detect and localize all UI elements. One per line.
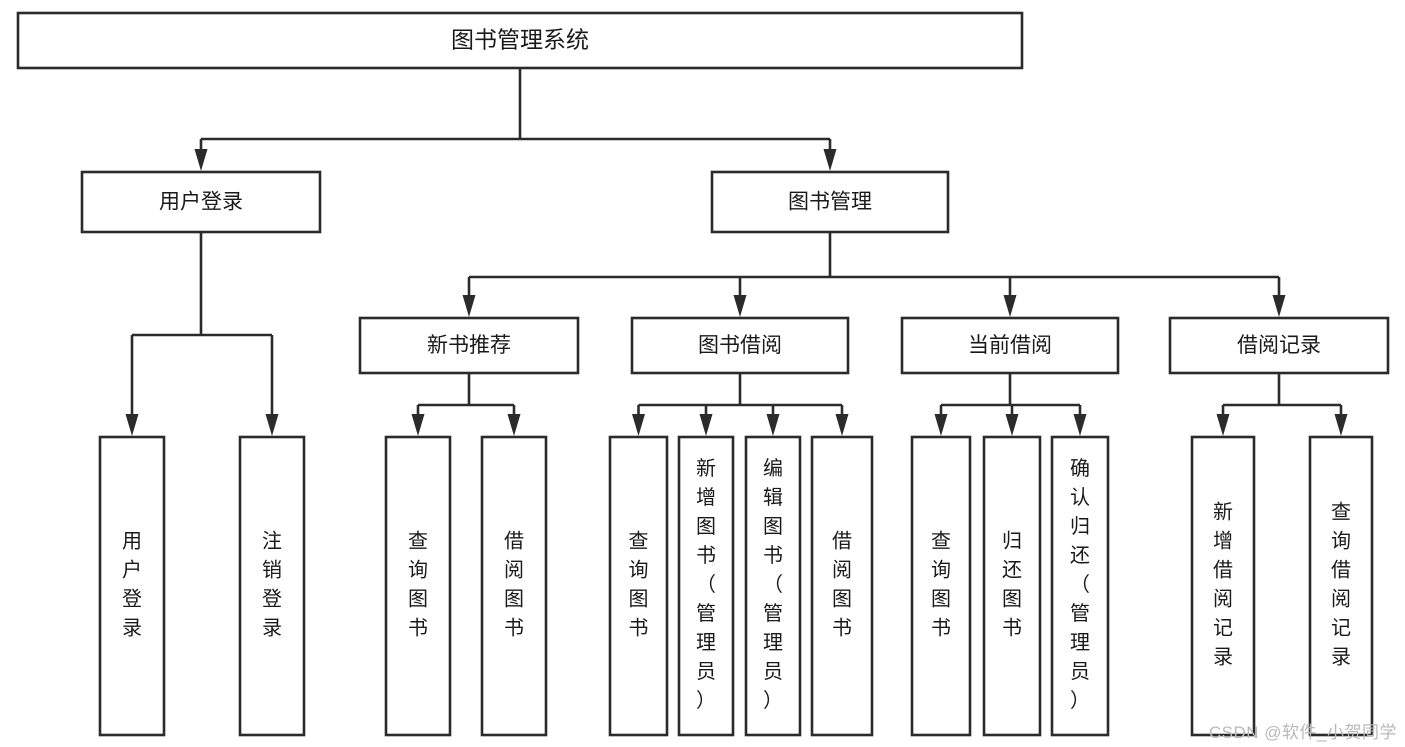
borrow-records-to-leaves-branch-1-arrowhead bbox=[1334, 414, 1348, 436]
new-book-recommend-to-leaves-branch-1-arrowhead bbox=[507, 414, 521, 436]
book-borrow-to-leaves-branch-0-arrowhead bbox=[632, 414, 645, 436]
book-borrow-to-leaves-branch-3-arrowhead bbox=[835, 414, 849, 436]
node-label-borrow-book-1: 借阅图书 bbox=[504, 530, 524, 640]
node-label-edit-book-admin: 编辑图书（管理员） bbox=[763, 457, 783, 712]
book-management-to-level3-branch-0-arrowhead bbox=[462, 295, 476, 317]
node-label-add-borrow-record: 新增借阅记录 bbox=[1213, 501, 1233, 669]
node-box-user-logout-action[interactable] bbox=[238, 435, 306, 737]
node-box-add-book-admin[interactable] bbox=[677, 435, 735, 737]
node-box-borrow-records[interactable] bbox=[1168, 316, 1390, 375]
connectors-layer bbox=[125, 68, 1348, 436]
node-box-query-book-3[interactable] bbox=[910, 435, 972, 737]
borrow-records-to-leaves-branch-0-arrowhead bbox=[1216, 414, 1230, 436]
node-label-current-borrow: 当前借阅 bbox=[968, 334, 1052, 357]
node-box-borrow-book-1[interactable] bbox=[480, 435, 548, 737]
node-label-user-login-action: 用户登录 bbox=[122, 531, 142, 640]
node-return-book[interactable]: 归还图书 bbox=[982, 435, 1042, 737]
node-borrow-book-1[interactable]: 借阅图书 bbox=[480, 435, 548, 737]
root-to-level2-branch-1-arrowhead bbox=[823, 149, 837, 171]
node-box-user-login[interactable] bbox=[80, 170, 322, 234]
node-query-book-3[interactable]: 查询图书 bbox=[910, 435, 972, 737]
node-user-logout-action[interactable]: 注销登录 bbox=[238, 435, 306, 737]
node-user-login[interactable]: 用户登录 bbox=[80, 170, 322, 234]
node-label-return-book: 归还图书 bbox=[1002, 530, 1022, 640]
node-box-query-book-2[interactable] bbox=[608, 435, 669, 737]
node-box-confirm-return-admin[interactable] bbox=[1050, 435, 1110, 737]
node-user-login-action[interactable]: 用户登录 bbox=[98, 435, 166, 737]
node-box-new-book-recommend[interactable] bbox=[358, 316, 580, 375]
node-box-borrow-book-2[interactable] bbox=[810, 435, 874, 737]
user-login-to-leaves-branch-0-arrowhead bbox=[125, 414, 139, 436]
user-login-to-leaves-branch-1-arrowhead bbox=[265, 414, 279, 436]
node-label-borrow-records: 借阅记录 bbox=[1237, 334, 1321, 357]
current-borrow-to-leaves-branch-1-arrowhead bbox=[1005, 414, 1019, 436]
node-box-add-borrow-record[interactable] bbox=[1190, 435, 1256, 737]
nodes-layer: 图书管理系统用户登录图书管理用户登录注销登录新书推荐图书借阅当前借阅借阅记录查询… bbox=[16, 11, 1390, 737]
node-box-return-book[interactable] bbox=[982, 435, 1042, 737]
node-label-new-book-recommend: 新书推荐 bbox=[427, 334, 511, 357]
node-label-query-book-3: 查询图书 bbox=[931, 530, 951, 640]
node-label-user-logout-action: 注销登录 bbox=[262, 530, 282, 640]
node-box-user-login-action[interactable] bbox=[98, 435, 166, 737]
book-management-to-level3-branch-2-arrowhead bbox=[1003, 295, 1017, 317]
root-to-level2-branch-0-arrowhead bbox=[194, 149, 208, 171]
node-box-query-book-1[interactable] bbox=[384, 435, 452, 737]
node-query-borrow-record[interactable]: 查询借阅记录 bbox=[1308, 435, 1374, 737]
node-box-current-borrow[interactable] bbox=[900, 316, 1120, 375]
node-label-borrow-book-2: 借阅图书 bbox=[832, 530, 852, 640]
current-borrow-to-leaves-branch-2-arrowhead bbox=[1073, 414, 1087, 436]
node-label-query-book-2: 查询图书 bbox=[629, 530, 649, 640]
node-label-root: 图书管理系统 bbox=[451, 27, 589, 53]
node-root[interactable]: 图书管理系统 bbox=[16, 11, 1024, 70]
node-label-query-book-1: 查询图书 bbox=[408, 530, 428, 640]
node-box-query-borrow-record[interactable] bbox=[1308, 435, 1374, 737]
book-management-to-level3-branch-1-arrowhead bbox=[733, 295, 747, 317]
node-borrow-records[interactable]: 借阅记录 bbox=[1168, 316, 1390, 375]
book-management-to-level3-branch-3-arrowhead bbox=[1272, 295, 1286, 317]
node-label-user-login: 用户登录 bbox=[159, 191, 243, 214]
node-borrow-book-2[interactable]: 借阅图书 bbox=[810, 435, 874, 737]
node-label-add-book-admin: 新增图书（管理员） bbox=[696, 457, 716, 712]
node-label-book-borrow: 图书借阅 bbox=[698, 334, 782, 357]
node-box-book-management[interactable] bbox=[710, 170, 950, 234]
node-label-book-management: 图书管理 bbox=[788, 191, 872, 214]
node-current-borrow[interactable]: 当前借阅 bbox=[900, 316, 1120, 375]
node-label-confirm-return-admin: 确认归还（管理员） bbox=[1070, 457, 1090, 712]
new-book-recommend-to-leaves-branch-0-arrowhead bbox=[411, 414, 425, 436]
book-borrow-to-leaves-branch-1-arrowhead bbox=[699, 414, 713, 436]
node-add-book-admin[interactable]: 新增图书（管理员） bbox=[677, 435, 735, 737]
node-book-management[interactable]: 图书管理 bbox=[710, 170, 950, 234]
node-confirm-return-admin[interactable]: 确认归还（管理员） bbox=[1050, 435, 1110, 737]
node-label-query-borrow-record: 查询借阅记录 bbox=[1331, 501, 1351, 669]
current-borrow-to-leaves-branch-0-arrowhead bbox=[934, 414, 948, 436]
node-box-edit-book-admin[interactable] bbox=[744, 435, 802, 737]
node-edit-book-admin[interactable]: 编辑图书（管理员） bbox=[744, 435, 802, 737]
node-book-borrow[interactable]: 图书借阅 bbox=[630, 316, 850, 375]
node-new-book-recommend[interactable]: 新书推荐 bbox=[358, 316, 580, 375]
watermark-label: CSDN @软件_小贺同学 bbox=[1208, 723, 1397, 742]
node-add-borrow-record[interactable]: 新增借阅记录 bbox=[1190, 435, 1256, 737]
node-query-book-1[interactable]: 查询图书 bbox=[384, 435, 452, 737]
node-box-root[interactable] bbox=[16, 11, 1024, 70]
node-query-book-2[interactable]: 查询图书 bbox=[608, 435, 669, 737]
node-box-book-borrow[interactable] bbox=[630, 316, 850, 375]
book-borrow-to-leaves-branch-2-arrowhead bbox=[766, 414, 780, 436]
